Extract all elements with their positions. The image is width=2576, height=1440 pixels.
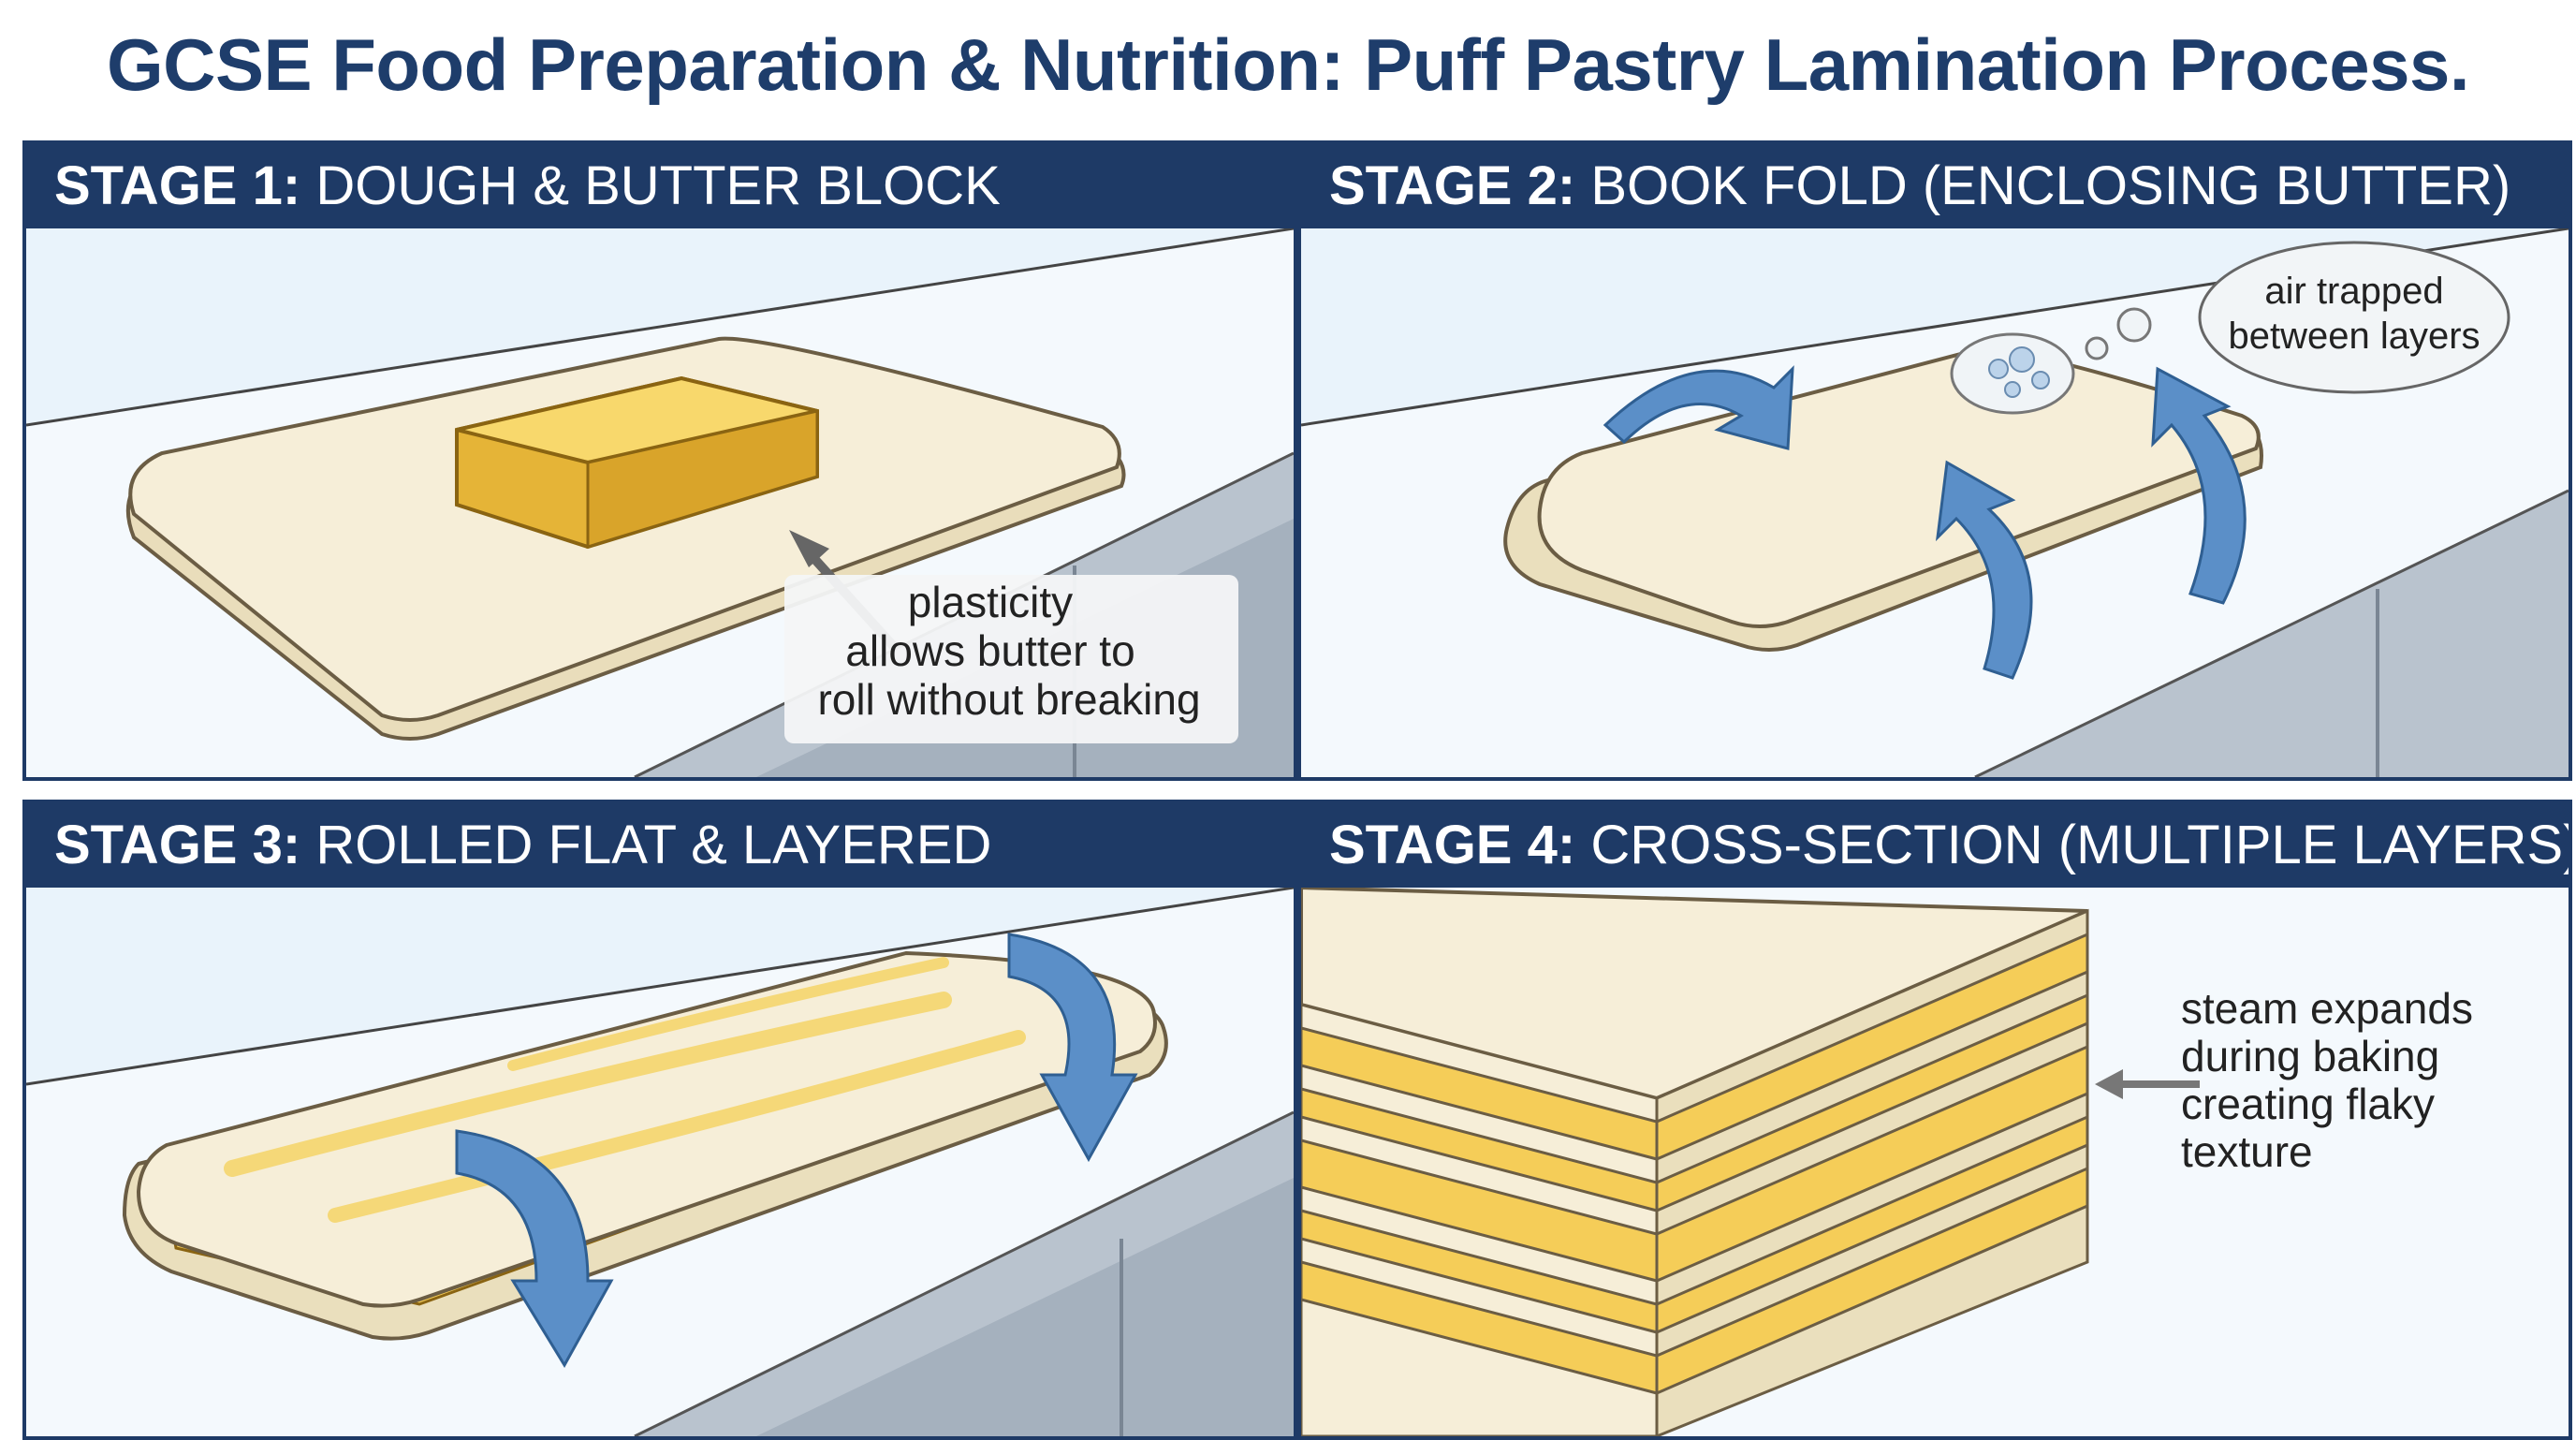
folded-dough [1503,347,2263,652]
steam-line-4: texture [2181,1127,2313,1176]
stage-2-label: STAGE 2: [1329,155,1576,216]
roll-arrows [455,933,1138,1368]
stage-2-illustration: air trapped between layers [1301,228,2569,777]
stage-4-illustration: steam expands during baking creating fla… [1301,888,2569,1436]
layered-stack [1301,888,2089,1436]
steam-line-1: steam expands [2181,984,2473,1033]
annotation-box [784,575,1238,743]
stage-2-title: BOOK FOLD (ENCLOSING BUTTER) [1590,155,2511,216]
stage-1-label: STAGE 1: [54,155,301,216]
stage-2-header: STAGE 2: BOOK FOLD (ENCLOSING BUTTER) [1301,144,2569,228]
stage-4-title: CROSS-SECTION (MULTIPLE LAYERS) [1590,815,2572,875]
cloud-line-2: between layers [2228,316,2480,357]
stage-4-panel: STAGE 4: CROSS-SECTION (MULTIPLE LAYERS) [1297,800,2572,1440]
butter-block [455,375,819,550]
stage-1-header: STAGE 1: DOUGH & BUTTER BLOCK [26,144,1294,228]
stage-1-panel: STAGE 1: DOUGH & BUTTER BLOCK plasticity… [22,140,1297,781]
annotation-line-3: roll without breaking [817,675,1200,724]
steam-line-3: creating flaky [2181,1080,2435,1128]
fold-arrows [1603,365,2247,680]
steam-line-2: during baking [2181,1032,2439,1080]
stage-3-panel: STAGE 3: ROLLED FLAT & LAYERED [22,800,1297,1440]
stage-4-label: STAGE 4: [1329,815,1576,875]
air-bubbles [1950,307,2152,415]
stage-3-label: STAGE 3: [54,815,301,875]
thought-cloud [2198,241,2510,394]
stage-1-title: DOUGH & BUTTER BLOCK [315,155,1001,216]
stage-3-header: STAGE 3: ROLLED FLAT & LAYERED [26,803,1294,888]
stage-2-panel: STAGE 2: BOOK FOLD (ENCLOSING BUTTER) a [1297,140,2572,781]
stage-1-illustration: plasticity allows butter to roll without… [26,228,1294,777]
stage-4-header: STAGE 4: CROSS-SECTION (MULTIPLE LAYERS) [1301,803,2569,888]
page-title: GCSE Food Preparation & Nutrition: Puff … [106,23,2470,106]
stage-3-title: ROLLED FLAT & LAYERED [315,815,992,875]
rolled-dough [122,950,1168,1341]
annotation-line-1: plasticity [908,578,1073,626]
stage-3-illustration [26,888,1294,1436]
cloud-line-1: air trapped [2264,271,2443,312]
annotation-line-2: allows butter to [845,626,1134,675]
